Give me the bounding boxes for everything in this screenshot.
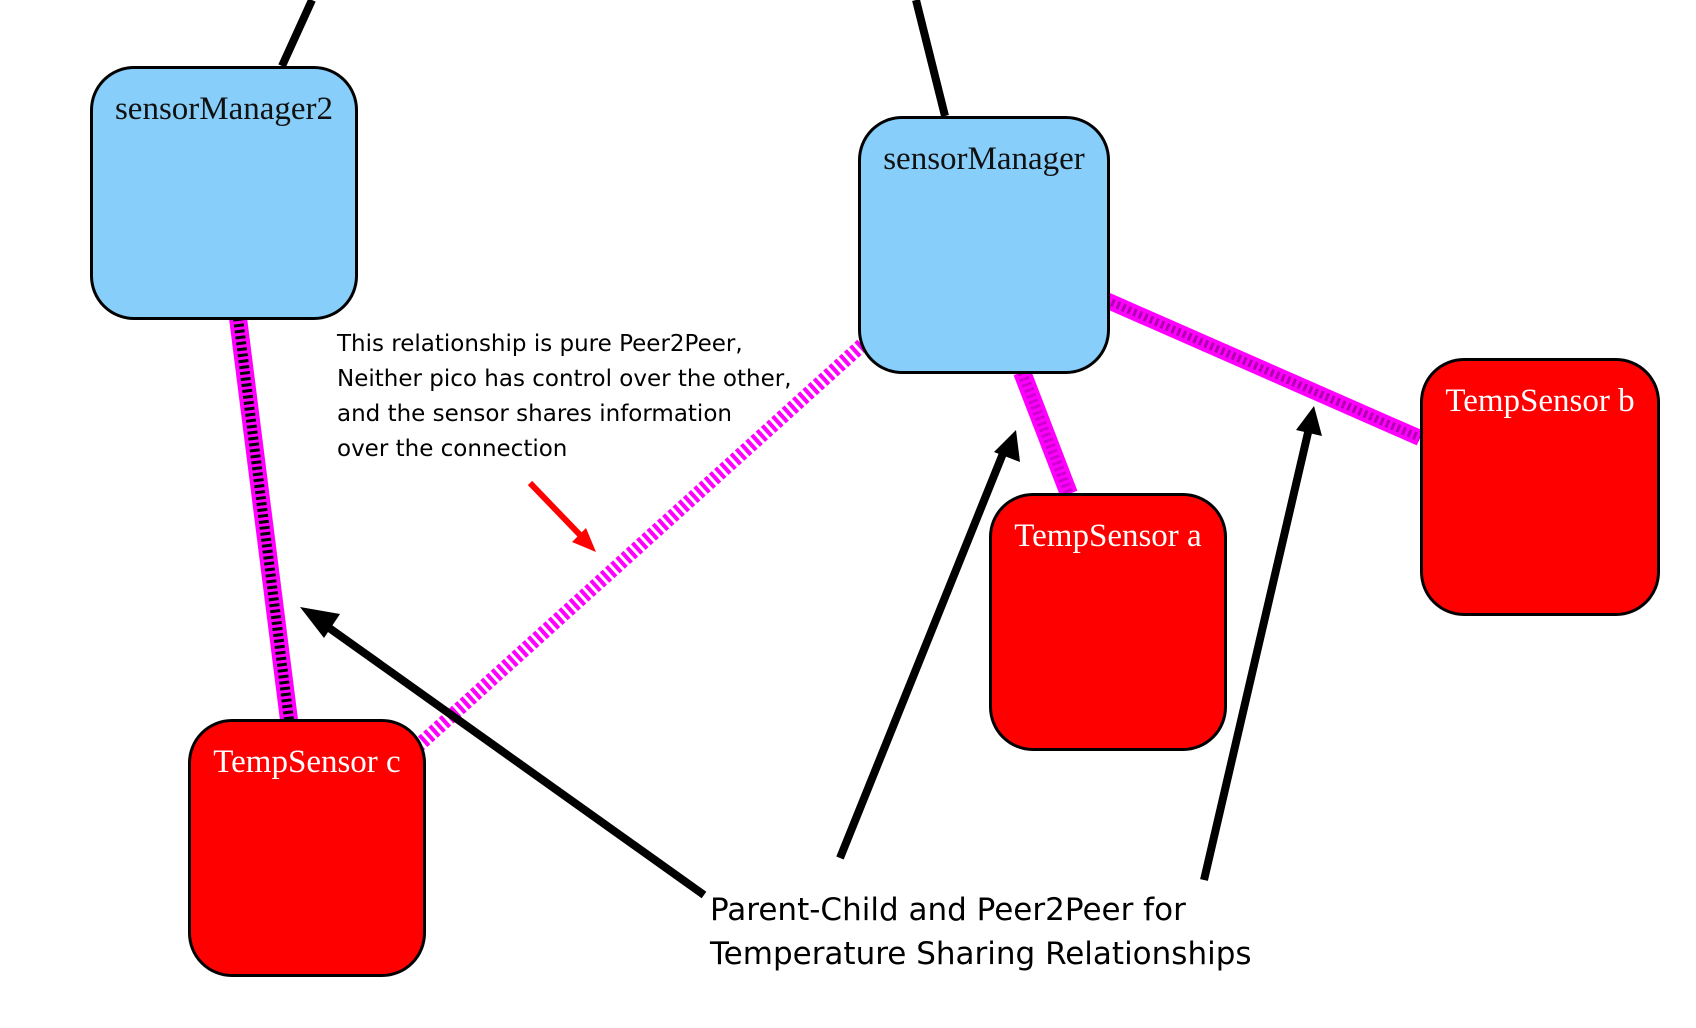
relationship-caption: Parent-Child and Peer2Peer for Temperatu… xyxy=(710,892,1252,972)
node-sensor-manager-2[interactable]: sensorManager2 xyxy=(90,66,358,320)
edge-upstream-to-sensor-manager-2 xyxy=(278,0,316,68)
edge-sensor-manager-2-to-temp-sensor-c-core xyxy=(233,317,294,721)
node-temp-sensor-b[interactable]: TempSensor b xyxy=(1420,358,1660,616)
callout-arrow-to-left-edge xyxy=(300,607,707,899)
callout-arrow-to-temp-sensor-b-edge xyxy=(1200,406,1322,881)
node-label: TempSensor b xyxy=(1445,383,1635,419)
node-sensor-manager[interactable]: sensorManager xyxy=(858,116,1110,374)
node-label: TempSensor c xyxy=(213,744,401,780)
node-temp-sensor-c[interactable]: TempSensor c xyxy=(188,719,426,977)
red-callout-arrow xyxy=(527,480,596,552)
node-label: TempSensor a xyxy=(1014,518,1202,554)
callout-arrow-to-temp-sensor-a-edge xyxy=(836,430,1020,860)
edge-sensor-manager-to-temp-sensor-c xyxy=(413,339,867,752)
peer-relationship-note: This relationship is pure Peer2Peer, Nei… xyxy=(337,331,792,462)
edge-upstream-to-sensor-manager xyxy=(912,0,949,117)
node-label: sensorManager xyxy=(883,141,1085,177)
node-label: sensorManager2 xyxy=(114,91,334,127)
node-temp-sensor-a[interactable]: TempSensor a xyxy=(989,493,1227,751)
edge-sensor-manager-to-temp-sensor-b-outer xyxy=(1102,292,1424,446)
edge-sensor-manager-to-temp-sensor-a-core xyxy=(1017,370,1074,496)
